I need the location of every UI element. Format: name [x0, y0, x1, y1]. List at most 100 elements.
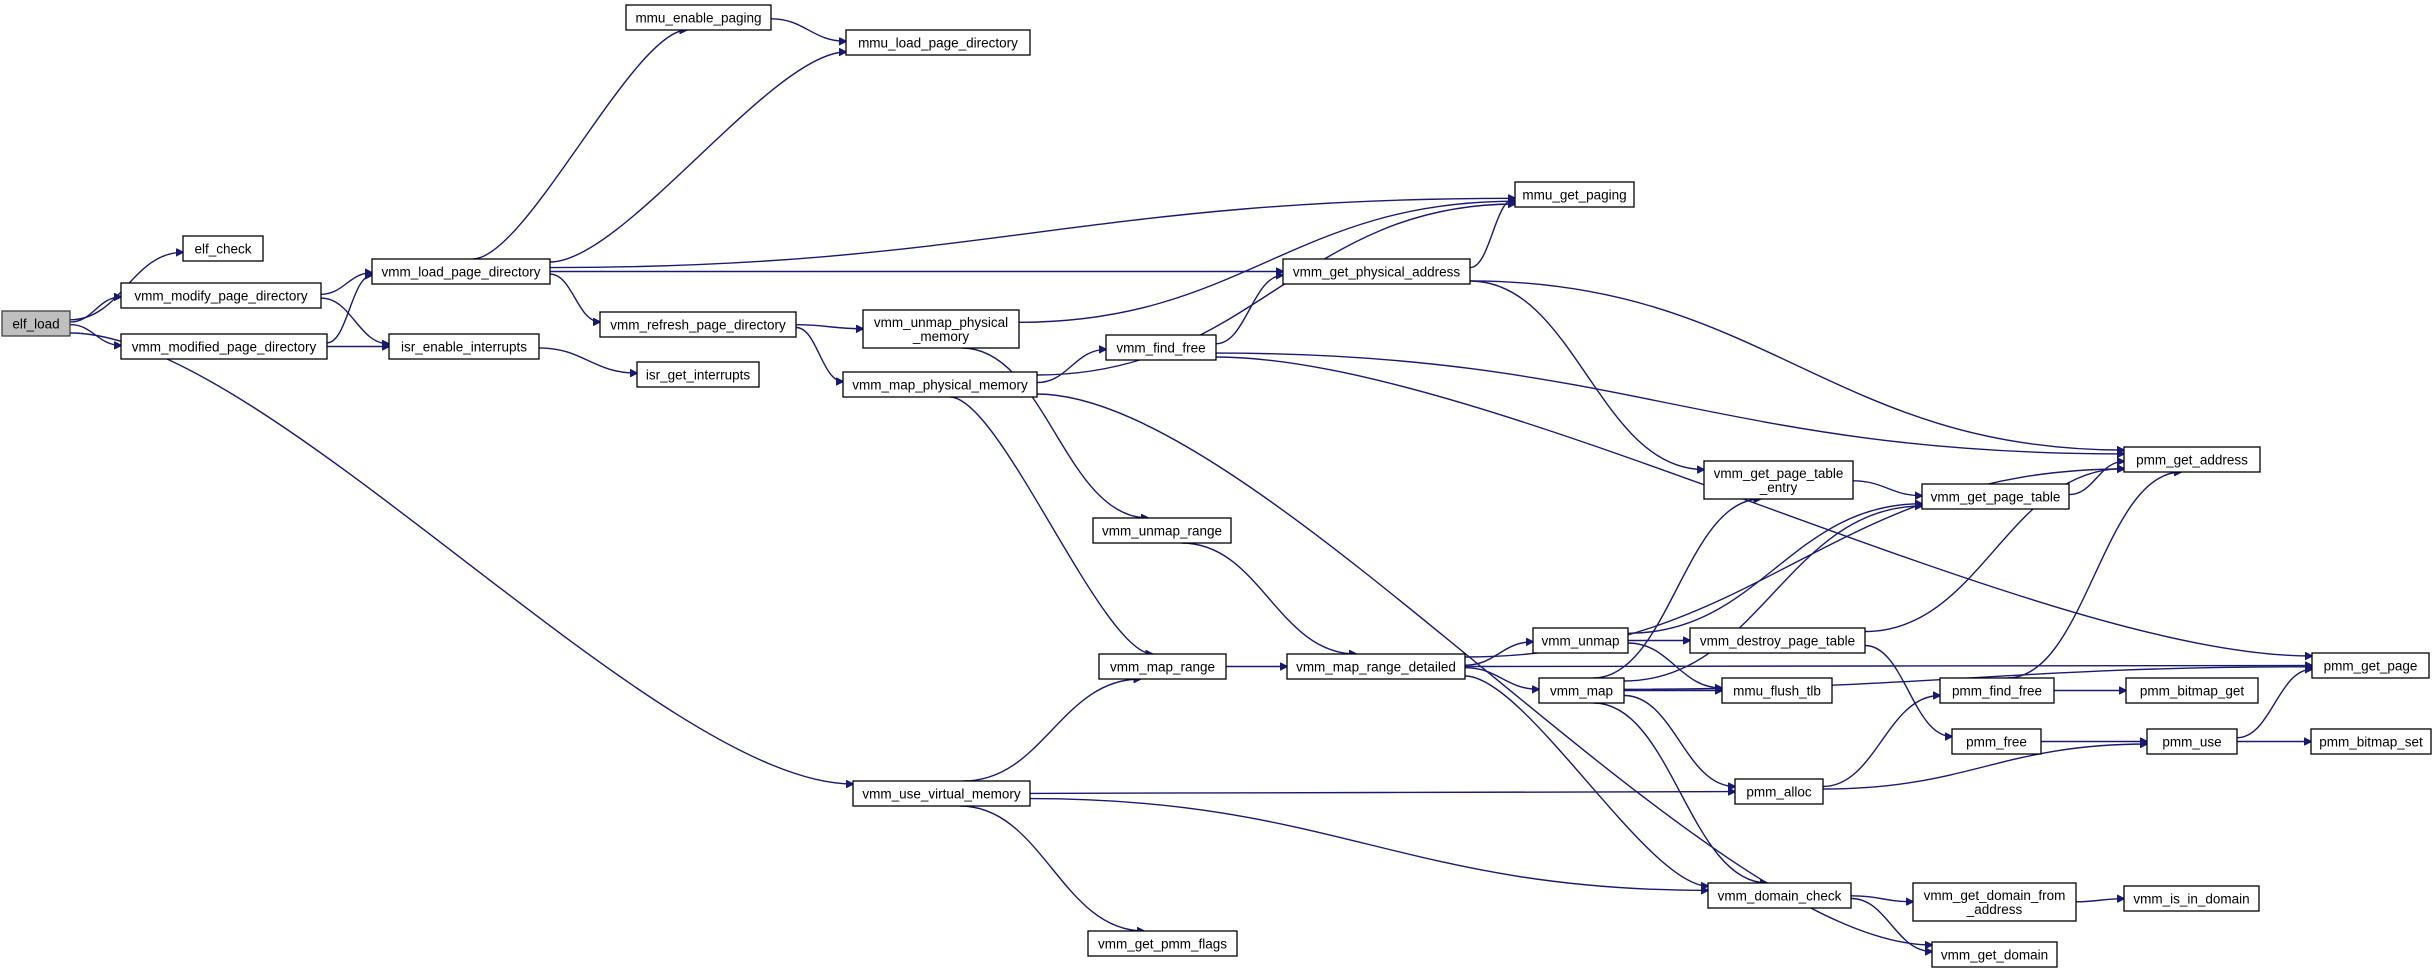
- edge-vmm_use_virtual_memory-to-pmm_alloc: [1029, 792, 1735, 794]
- node-vmm_unmap[interactable]: vmm_unmap: [1532, 627, 1629, 654]
- node-box-vmm_destroy_page_table: [1689, 627, 1866, 654]
- node-vmm_unmap_physical_memory[interactable]: vmm_unmap_physical_memory: [862, 309, 1020, 349]
- node-label-vmm_get_domain_from_address-0: vmm_get_domain_from: [1924, 888, 2066, 903]
- node-mmu_flush_tlb[interactable]: mmu_flush_tlb: [1721, 677, 1833, 704]
- node-vmm_map_range_detailed[interactable]: vmm_map_range_detailed: [1286, 653, 1466, 680]
- node-label-mmu_enable_paging-0: mmu_enable_paging: [635, 11, 761, 26]
- edge-vmm_get_page_table_entry-to-vmm_get_page_table: [1852, 480, 1922, 496]
- node-label-vmm_destroy_page_table-0: vmm_destroy_page_table: [1700, 634, 1855, 649]
- node-label-elf_check-0: elf_check: [194, 242, 251, 257]
- node-label-pmm_alloc-0: pmm_alloc: [1746, 785, 1812, 800]
- edge-vmm_use_virtual_memory-to-vmm_domain_check: [1029, 797, 1708, 891]
- node-box-pmm_get_page: [2311, 652, 2430, 679]
- node-label-mmu_flush_tlb-0: mmu_flush_tlb: [1733, 684, 1821, 699]
- node-box-vmm_modified_page_directory: [120, 333, 328, 360]
- node-pmm_get_page[interactable]: pmm_get_page: [2311, 652, 2430, 679]
- edge-vmm_map_range_detailed-to-vmm_map: [1464, 667, 1539, 690]
- node-box-vmm_get_domain: [1931, 941, 2058, 968]
- edge-vmm_destroy_page_table-to-pmm_get_address: [1864, 469, 2124, 633]
- edge-vmm_load_page_directory-to-mmu_get_paging: [549, 198, 1515, 269]
- edge-vmm_map-to-vmm_domain_check: [1593, 702, 1768, 883]
- node-pmm_alloc[interactable]: pmm_alloc: [1734, 778, 1824, 805]
- node-pmm_bitmap_set[interactable]: pmm_bitmap_set: [2310, 728, 2432, 755]
- node-label-vmm_domain_check-0: vmm_domain_check: [1718, 889, 1842, 904]
- node-pmm_use[interactable]: pmm_use: [2146, 728, 2238, 755]
- node-pmm_bitmap_get[interactable]: pmm_bitmap_get: [2125, 677, 2259, 704]
- node-vmm_get_page_table[interactable]: vmm_get_page_table: [1921, 483, 2070, 510]
- node-isr_get_interrupts[interactable]: isr_get_interrupts: [636, 361, 760, 388]
- node-vmm_domain_check[interactable]: vmm_domain_check: [1707, 882, 1852, 909]
- edge-vmm_map_physical_memory-to-vmm_get_domain: [1036, 393, 1932, 945]
- node-box-vmm_load_page_directory: [371, 258, 551, 285]
- node-label-vmm_get_pmm_flags-0: vmm_get_pmm_flags: [1098, 937, 1227, 952]
- node-pmm_find_free[interactable]: pmm_find_free: [1939, 677, 2055, 704]
- node-vmm_modify_page_directory[interactable]: vmm_modify_page_directory: [120, 282, 322, 309]
- node-box-elf_load: [1, 310, 71, 337]
- node-vmm_unmap_range[interactable]: vmm_unmap_range: [1092, 517, 1232, 544]
- node-label-vmm_unmap_range-0: vmm_unmap_range: [1102, 524, 1222, 539]
- nodes-layer: elf_load elf_check vmm_modify_page_directo…: [1, 4, 2432, 968]
- node-vmm_map_physical_memory[interactable]: vmm_map_physical_memory: [842, 371, 1038, 398]
- node-vmm_get_domain[interactable]: vmm_get_domain: [1931, 941, 2058, 968]
- edge-mmu_enable_paging-to-mmu_load_page_directory: [770, 18, 846, 42]
- edge-pmm_alloc-to-pmm_use: [1822, 744, 2147, 790]
- node-label-pmm_get_page-0: pmm_get_page: [2324, 659, 2418, 674]
- node-vmm_modified_page_directory[interactable]: vmm_modified_page_directory: [120, 333, 328, 360]
- node-label-vmm_get_page_table-0: vmm_get_page_table: [1931, 490, 2061, 505]
- node-vmm_get_domain_from_address[interactable]: vmm_get_domain_from_address: [1912, 882, 2077, 922]
- edge-vmm_map-to-vmm_get_page_table_entry: [1593, 499, 1761, 679]
- node-label-vmm_unmap-0: vmm_unmap: [1541, 634, 1619, 649]
- edge-vmm_modified_page_directory-to-vmm_load_page_directory: [326, 275, 372, 344]
- edge-vmm_get_physical_address-to-mmu_get_paging: [1469, 198, 1515, 269]
- edge-vmm_modify_page_directory-to-isr_enable_interrupts: [320, 297, 389, 344]
- node-vmm_map_range[interactable]: vmm_map_range: [1098, 653, 1227, 680]
- node-vmm_is_in_domain[interactable]: vmm_is_in_domain: [2123, 885, 2260, 912]
- edge-vmm_map_physical_memory-to-mmu_get_paging: [1036, 204, 1515, 376]
- node-isr_enable_interrupts[interactable]: isr_enable_interrupts: [388, 333, 540, 360]
- node-label-vmm_map_physical_memory-0: vmm_map_physical_memory: [852, 378, 1028, 393]
- node-vmm_get_page_table_entry[interactable]: vmm_get_page_table_entry: [1703, 460, 1854, 500]
- edge-vmm_domain_check-to-vmm_get_domain: [1850, 897, 1932, 952]
- node-mmu_load_page_directory[interactable]: mmu_load_page_directory: [845, 29, 1031, 56]
- node-vmm_find_free[interactable]: vmm_find_free: [1105, 334, 1217, 361]
- node-vmm_get_pmm_flags[interactable]: vmm_get_pmm_flags: [1087, 930, 1238, 957]
- edge-vmm_unmap_physical_memory-to-vmm_unmap_range: [961, 347, 1149, 518]
- node-vmm_get_physical_address[interactable]: vmm_get_physical_address: [1282, 258, 1471, 285]
- node-mmu_get_paging[interactable]: mmu_get_paging: [1514, 181, 1635, 208]
- node-box-vmm_find_free: [1105, 334, 1217, 361]
- node-vmm_load_page_directory[interactable]: vmm_load_page_directory: [371, 258, 551, 285]
- node-box-isr_get_interrupts: [636, 361, 760, 388]
- edge-vmm_map-to-pmm_alloc: [1623, 694, 1735, 787]
- edge-vmm_load_page_directory-to-vmm_refresh_page_directory: [549, 273, 600, 322]
- edge-vmm_unmap_range-to-vmm_map_range_detailed: [1181, 542, 1357, 654]
- node-box-pmm_free: [1951, 728, 2042, 755]
- node-box-vmm_get_page_table: [1921, 483, 2070, 510]
- edge-vmm_use_virtual_memory-to-vmm_map_range: [963, 679, 1140, 782]
- node-elf_check[interactable]: elf_check: [182, 235, 264, 262]
- node-box-vmm_get_pmm_flags: [1087, 930, 1238, 957]
- node-mmu_enable_paging[interactable]: mmu_enable_paging: [625, 4, 772, 31]
- node-box-vmm_unmap_physical_memory: [862, 309, 1020, 349]
- node-pmm_free[interactable]: pmm_free: [1951, 728, 2042, 755]
- node-label-pmm_find_free-0: pmm_find_free: [1952, 684, 2042, 699]
- node-label-vmm_map_range_detailed-0: vmm_map_range_detailed: [1296, 660, 1456, 675]
- edge-vmm_unmap-to-mmu_flush_tlb: [1627, 642, 1722, 688]
- node-elf_load[interactable]: elf_load: [1, 310, 71, 337]
- node-box-pmm_use: [2146, 728, 2238, 755]
- node-box-vmm_unmap: [1532, 627, 1629, 654]
- node-label-vmm_is_in_domain-0: vmm_is_in_domain: [2133, 892, 2249, 907]
- node-vmm_map[interactable]: vmm_map: [1538, 677, 1625, 704]
- edge-vmm_refresh_page_directory-to-vmm_unmap_physical_memory: [795, 324, 863, 329]
- node-box-vmm_map_range_detailed: [1286, 653, 1466, 680]
- node-box-vmm_unmap_range: [1092, 517, 1232, 544]
- node-pmm_get_address[interactable]: pmm_get_address: [2123, 446, 2261, 473]
- edge-vmm_map_range_detailed-to-vmm_domain_check: [1464, 675, 1708, 886]
- edge-pmm_find_free-to-pmm_get_address: [2007, 472, 2182, 679]
- node-vmm_use_virtual_memory[interactable]: vmm_use_virtual_memory: [852, 780, 1031, 807]
- node-vmm_refresh_page_directory[interactable]: vmm_refresh_page_directory: [599, 311, 797, 338]
- node-vmm_destroy_page_table[interactable]: vmm_destroy_page_table: [1689, 627, 1866, 654]
- node-label-vmm_load_page_directory-0: vmm_load_page_directory: [381, 265, 540, 280]
- node-box-pmm_find_free: [1939, 677, 2055, 704]
- node-box-vmm_get_physical_address: [1282, 258, 1471, 285]
- node-label-vmm_modify_page_directory-0: vmm_modify_page_directory: [134, 289, 308, 304]
